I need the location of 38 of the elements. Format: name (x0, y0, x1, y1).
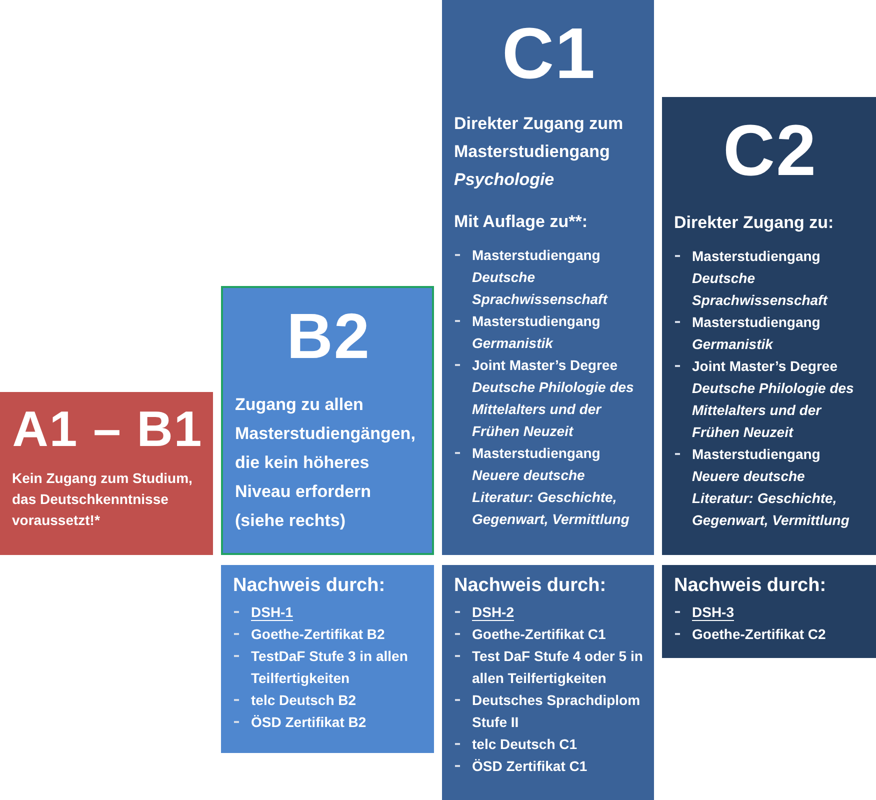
proof-panel (442, 565, 654, 800)
list-item-text: ÖSD Zertifikat C1 (472, 757, 588, 776)
level-heading: B2 (286, 304, 370, 368)
section-heading: Nachweis durch: (454, 574, 606, 598)
link: DSH-3 (692, 603, 734, 622)
level-panel (662, 97, 876, 555)
level-heading: C1 (502, 18, 596, 90)
list-item-text: Masterstudiengang Neuere deutsche Literatur: Geschichte, Gegenwart, Vermittlung (472, 444, 630, 529)
description-text: Kein Zugang zum Studium, das Deutschkenntnisse voraussetzt!* (12, 469, 194, 530)
level-panel (442, 0, 654, 555)
list-item-text: Goethe-Zertifikat C2 (692, 625, 826, 644)
list-item-text: Masterstudiengang Deutsche Sprachwissenschaft (692, 247, 829, 310)
level-panel (0, 392, 213, 555)
list-item-text: telc Deutsch C1 (472, 735, 578, 754)
list-item-text: Goethe-Zertifikat B2 (251, 625, 385, 644)
list-item-text: Joint Master’s Degree Deutsche Philologie des Mittelalters und der Frühen Neuzeit (472, 356, 635, 441)
list-item-text: Masterstudiengang Neuere deutsche Literatur: Geschichte, Gegenwart, Vermittlung (692, 445, 850, 530)
section-heading: Direkter Zugang zu: (674, 212, 834, 234)
list-item-text: Masterstudiengang Deutsche Sprachwissenschaft (472, 246, 609, 309)
level-heading: C2 (722, 115, 818, 187)
list-item-text: Goethe-Zertifikat C1 (472, 625, 606, 644)
list-item-text: Joint Master’s Degree Deutsche Philologie des Mittelalters und der Frühen Neuzeit (692, 357, 855, 442)
list-item-text: ÖSD Zertifikat B2 (251, 713, 366, 732)
list-item-text: telc Deutsch B2 (251, 691, 356, 710)
level-heading: A1 – B1 (12, 404, 203, 454)
section-heading: Nachweis durch: (233, 574, 386, 598)
link: DSH-1 (251, 603, 294, 622)
description-text: Direkter Zugang zum Masterstudiengang Psychologie (454, 113, 624, 191)
list-item-text: Masterstudiengang Germanistik (472, 312, 602, 353)
proof-panel (662, 565, 876, 658)
list-item-text: Masterstudiengang Germanistik (692, 313, 822, 354)
level-panel (221, 286, 434, 555)
section-heading: Mit Auflage zu**: (454, 211, 588, 233)
proof-panel (221, 565, 434, 753)
list-item-text: Test DaF Stufe 4 oder 5 in allen Teilfertigkeiten (472, 647, 644, 688)
section-heading: Nachweis durch: (674, 574, 826, 598)
link: DSH-2 (472, 603, 514, 622)
description-text: Zugang zu allen Masterstudiengängen, die kein höheres Niveau erfordern (siehe rechts) (235, 394, 416, 532)
